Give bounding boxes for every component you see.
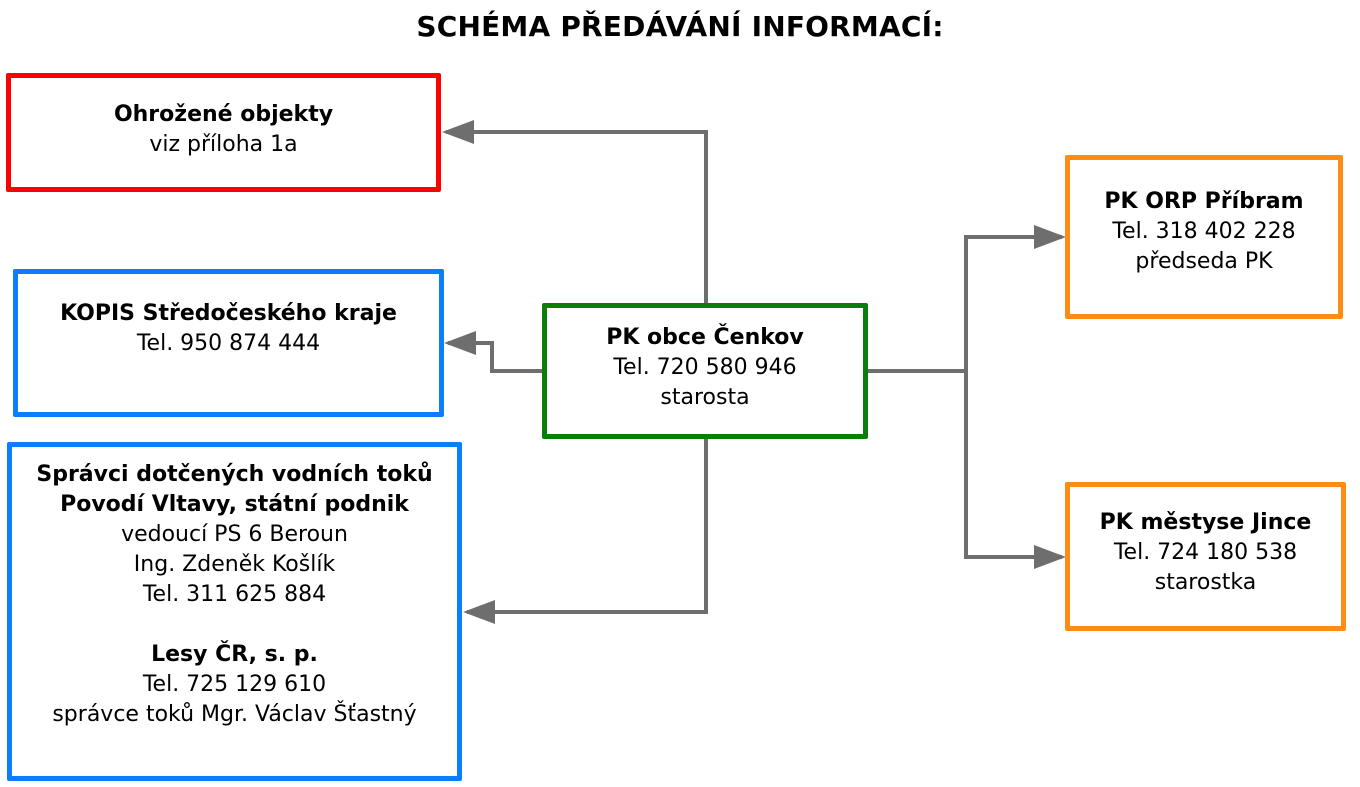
node-jince-title: PK městyse Jince — [1099, 509, 1312, 535]
node-kopis: KOPIS Středočeského kraje Tel. 950 874 4… — [13, 269, 444, 417]
node-ohrozene-objekty: Ohrožené objekty viz příloha 1a — [6, 73, 441, 192]
node-spravci-role: vedoucí PS 6 Beroun — [121, 522, 348, 547]
node-kopis-title: KOPIS Středočeského kraje — [60, 301, 397, 326]
diagram-title: SCHÉMA PŘEDÁVÁNÍ INFORMACÍ: — [416, 10, 944, 43]
arrow-to-mestys-jince — [964, 371, 1066, 569]
node-cenkov-phone: Tel. 720 580 946 — [613, 355, 797, 380]
node-ohrozene-title: Ohrožené objekty — [113, 101, 334, 127]
node-jince-phone: Tel. 724 180 538 — [1113, 539, 1298, 565]
node-cenkov-role: starosta — [660, 385, 750, 410]
arrow-to-ohrozene-objekty — [442, 120, 708, 303]
node-pk-mestyse-jince: PK městyse Jince Tel. 724 180 538 staros… — [1065, 482, 1346, 631]
node-orp-phone: Tel. 318 402 228 — [1112, 219, 1296, 244]
node-cenkov-title: PK obce Čenkov — [606, 325, 804, 350]
node-kopis-phone: Tel. 950 874 444 — [136, 331, 321, 356]
node-spravci-lesy: Lesy ČR, s. p. — [151, 642, 318, 667]
arrow-to-kopis — [444, 331, 542, 373]
node-spravci-person: Ing. Zdeněk Košlík — [133, 552, 336, 577]
node-spravci-povodi: Povodí Vltavy, státní podnik — [60, 492, 409, 517]
node-spravci-lesy-person: správce toků Mgr. Václav Šťastný — [52, 702, 417, 727]
arrow-to-orp-pribram — [964, 225, 1066, 371]
node-pk-obce-cenkov: PK obce Čenkov Tel. 720 580 946 starosta — [542, 303, 868, 439]
node-pk-orp-pribram: PK ORP Příbram Tel. 318 402 228 předseda… — [1065, 155, 1343, 319]
node-spravci-phone: Tel. 311 625 884 — [142, 582, 327, 607]
node-jince-role: starostka — [1154, 569, 1257, 595]
node-orp-title: PK ORP Příbram — [1104, 189, 1304, 214]
arrow-to-spravci — [463, 439, 708, 624]
node-orp-role: předseda PK — [1135, 249, 1273, 274]
node-spravci-title: Správci dotčených vodních toků — [36, 462, 433, 487]
node-spravci-toku: Správci dotčených vodních toků Povodí Vl… — [7, 442, 462, 781]
node-ohrozene-note: viz příloha 1a — [149, 131, 298, 157]
node-spravci-lesy-phone: Tel. 725 129 610 — [142, 672, 327, 697]
